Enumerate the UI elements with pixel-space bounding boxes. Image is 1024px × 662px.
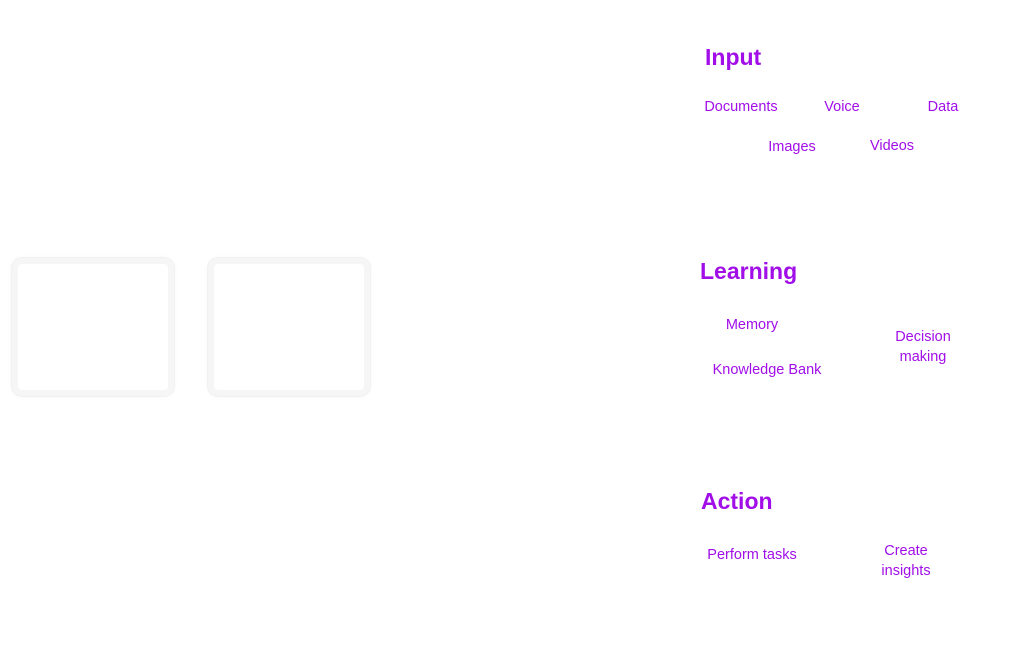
learning-heading: Learning (700, 258, 798, 284)
placeholder-card-2 (208, 258, 370, 396)
input-item-voice: Voice (824, 99, 860, 115)
learning-item-knowledge-bank: Knowledge Bank (712, 362, 822, 378)
input-item-documents: Documents (704, 99, 778, 115)
input-item-images: Images (768, 139, 816, 155)
action-item-perform-tasks: Perform tasks (707, 547, 797, 563)
input-item-videos: Videos (869, 138, 915, 154)
learning-item-memory: Memory (725, 317, 779, 333)
placeholder-card-1 (12, 258, 174, 396)
input-heading: Input (705, 44, 762, 70)
action-item-create-insights: Create insights (881, 543, 931, 579)
action-heading: Action (701, 488, 773, 514)
input-item-data: Data (927, 99, 959, 115)
learning-item-decision-making: Decision making (895, 329, 951, 365)
